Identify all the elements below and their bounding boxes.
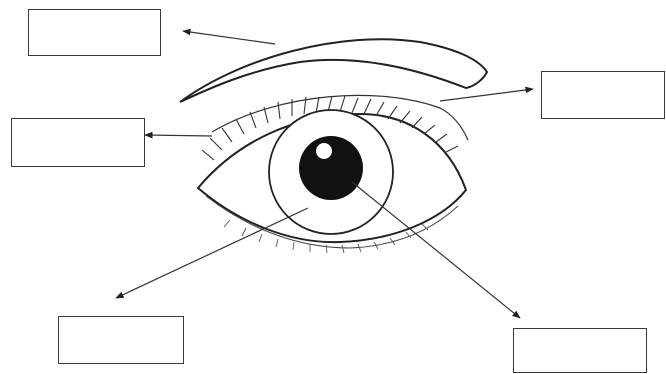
arrow-eyebrow [183,31,275,44]
label-box-iris[interactable] [58,316,184,364]
label-box-eyelid[interactable] [541,71,665,119]
arrow-eyelid [440,89,533,101]
label-box-text [59,317,183,363]
label-box-eyebrow[interactable] [28,9,161,56]
label-box-eyelashes[interactable] [11,118,145,167]
label-box-text [514,329,646,372]
label-box-text [12,119,144,166]
arrow-eyelashes [145,135,212,136]
label-box-pupil[interactable] [513,328,647,373]
arrow-iris [116,208,308,298]
pupil [299,136,363,200]
label-box-text [542,72,664,118]
pupil-highlight [316,143,332,159]
label-box-text [29,10,160,55]
eyebrow [180,39,487,102]
